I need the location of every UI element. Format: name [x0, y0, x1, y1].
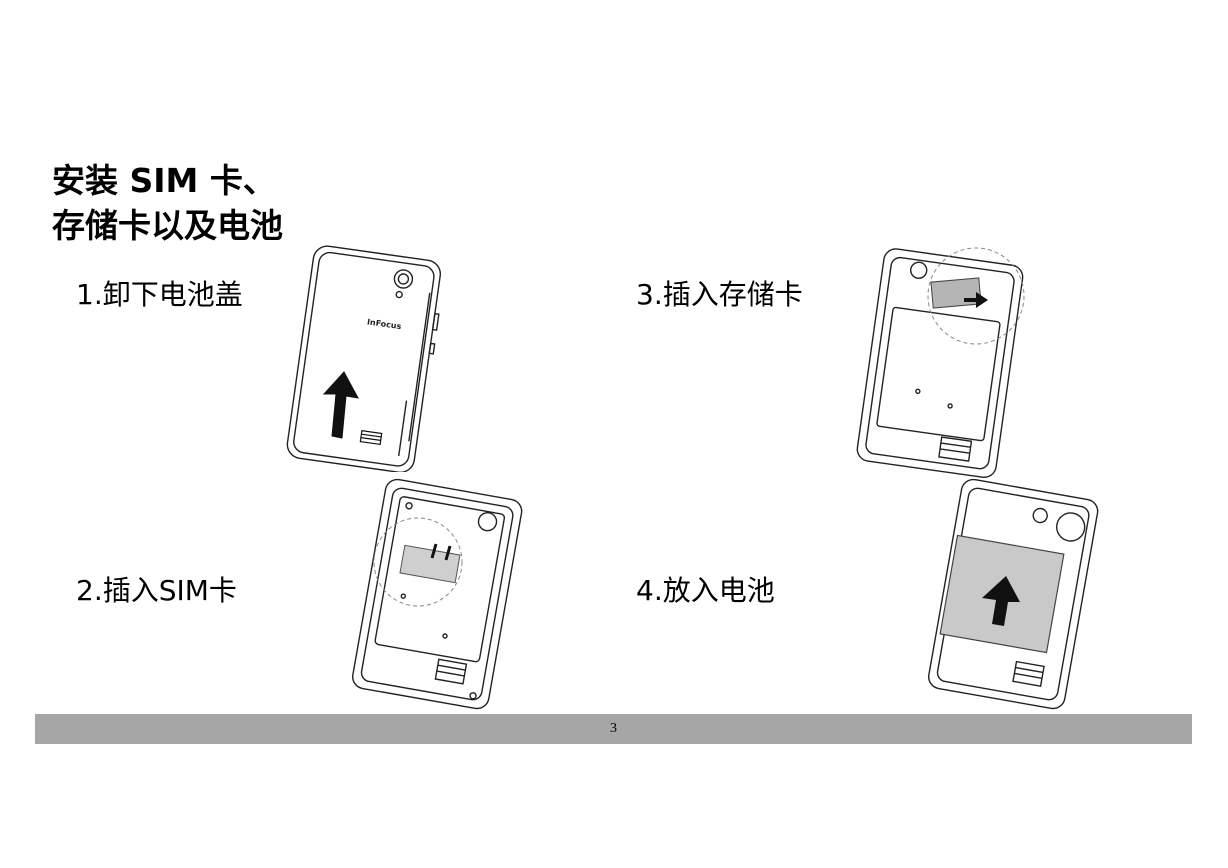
- page-footer-bar: 3: [35, 714, 1192, 744]
- step-3-label: 3.插入存储卡: [636, 278, 803, 311]
- section-title: 安装 SIM 卡、 存储卡以及电池: [52, 158, 283, 248]
- step-4-label: 4.放入电池: [636, 574, 775, 607]
- page-number: 3: [610, 721, 617, 736]
- step-4-illustration: [908, 478, 1118, 712]
- brand-logo: InFocus: [366, 317, 402, 331]
- section-title-line-2: 存储卡以及电池: [52, 206, 283, 245]
- step-1-illustration: InFocus: [262, 244, 472, 472]
- step-2-illustration: [332, 478, 542, 712]
- step-3-illustration: [836, 244, 1042, 482]
- step-1-label: 1.卸下电池盖: [76, 278, 243, 311]
- step-2-label: 2.插入SIM卡: [76, 574, 237, 607]
- section-title-line-1: 安装 SIM 卡、: [52, 161, 276, 200]
